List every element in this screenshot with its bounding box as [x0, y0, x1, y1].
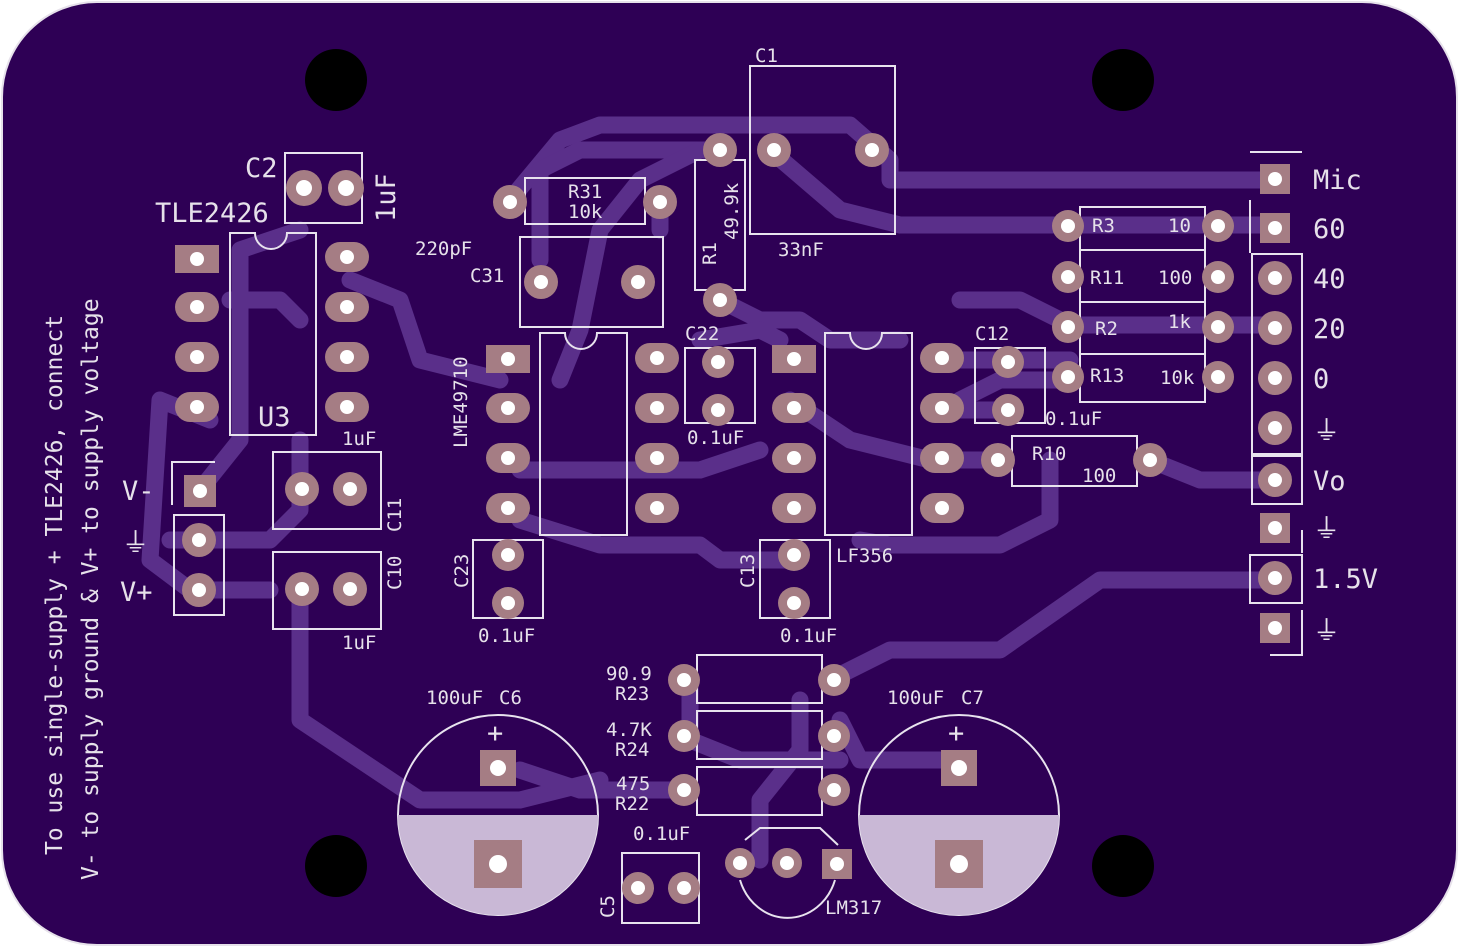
mounting-hole-top-left — [305, 49, 367, 111]
c13-value: 0.1uF — [780, 625, 837, 647]
capacitor-c6: + 100uF C6 — [397, 687, 599, 916]
note-line2: V- to supply ground & V+ to supply volta… — [78, 298, 104, 880]
u3-ref: U3 — [258, 402, 291, 433]
label-gain-40: 40 — [1313, 264, 1346, 295]
note-line1: To use single-supply + TLE2426, connect — [42, 315, 68, 855]
c7-value: 100uF — [887, 687, 944, 709]
c10-ref: C10 — [384, 556, 406, 590]
label-gain-60: 60 — [1313, 214, 1346, 245]
c1-value: 33nF — [778, 239, 824, 261]
capacitor-c12: C12 0.1uF — [974, 323, 1102, 430]
label-gain-0: 0 — [1313, 364, 1329, 395]
r23-ref: R23 — [615, 683, 649, 705]
c22-value: 0.1uF — [687, 427, 744, 449]
regulator-lm317: LM317 — [725, 827, 882, 919]
label-gnd-3: ⏚ — [1313, 616, 1340, 647]
capacitor-c13: C13 0.1uF — [737, 539, 837, 647]
r13-ref: R13 — [1090, 365, 1124, 387]
label-gain-20: 20 — [1313, 314, 1346, 345]
c22-ref: C22 — [685, 323, 719, 345]
ic-u1: LME49710 — [450, 332, 679, 536]
ic-u2: LF356 — [772, 332, 964, 567]
c12-ref: C12 — [975, 323, 1009, 345]
label-mic: Mic — [1313, 165, 1362, 196]
r2-value: 1k — [1168, 311, 1191, 333]
c6-value: 100uF — [426, 687, 483, 709]
c23-value: 0.1uF — [478, 625, 535, 647]
output-connector: Mic 60 40 20 0 ⏚ Vo ⏚ 1.5V ⏚ — [1249, 151, 1378, 656]
c12-value: 0.1uF — [1045, 408, 1102, 430]
r13-value: 10k — [1160, 367, 1195, 389]
label-gnd-2: ⏚ — [1313, 514, 1340, 545]
u2-part: LF356 — [836, 545, 893, 567]
capacitor-c22: C22 0.1uF — [684, 323, 756, 449]
c31-ref: C31 — [470, 265, 504, 287]
c7-polarity: + — [948, 718, 964, 749]
resistor-r1: 49.9k R1 — [694, 133, 746, 317]
r10-value: 100 — [1082, 465, 1116, 487]
c13-ref: C13 — [737, 554, 759, 588]
mounting-hole-bottom-right — [1092, 835, 1154, 897]
label-1-5v: 1.5V — [1313, 564, 1378, 595]
r2-ref: R2 — [1095, 318, 1118, 340]
resistor-r10: R10 100 — [981, 435, 1167, 487]
c10-value: 1uF — [342, 632, 376, 654]
r24-ref: R24 — [615, 739, 649, 761]
capacitor-c7: + 100uF C7 — [858, 687, 1060, 916]
label-vplus: V+ — [120, 577, 153, 608]
label-vo: Vo — [1313, 466, 1346, 497]
c31-value: 220pF — [415, 238, 472, 260]
c6-polarity: + — [487, 718, 503, 749]
c11-value: 1uF — [342, 428, 376, 450]
capacitor-c5: 0.1uF C5 — [597, 823, 700, 924]
u1-part: LME49710 — [450, 356, 472, 448]
c23-ref: C23 — [451, 554, 473, 588]
r22-value: 475 — [616, 773, 650, 795]
power-connector: V- ⏚ V+ — [120, 461, 225, 616]
mounting-hole-top-right — [1092, 49, 1154, 111]
capacitor-c31: 220pF C31 — [415, 236, 664, 328]
resistor-bank: R3 10 R11 100 R2 1k R13 10k — [1052, 206, 1234, 403]
capacitor-c1: C1 33nF — [749, 45, 896, 261]
lm317-part: LM317 — [825, 897, 882, 919]
label-vminus: V- — [122, 476, 155, 507]
r1-ref: R1 — [699, 242, 721, 265]
capacitor-c11: 1uF C11 — [272, 428, 406, 532]
r10-ref: R10 — [1032, 443, 1066, 465]
c11-ref: C11 — [384, 498, 406, 532]
label-gnd-1: ⏚ — [1313, 416, 1340, 447]
c7-ref: C7 — [961, 687, 984, 709]
capacitor-c2: C2 1uF — [245, 152, 402, 224]
u3-part: TLE2426 — [155, 198, 269, 229]
c1-ref: C1 — [755, 45, 778, 67]
r11-value: 100 — [1158, 267, 1192, 289]
capacitor-c23: C23 0.1uF — [451, 539, 544, 647]
c2-value: 1uF — [371, 173, 402, 222]
r22-ref: R22 — [615, 793, 649, 815]
c6-ref: C6 — [499, 687, 522, 709]
ic-u3: TLE2426 U3 — [155, 198, 369, 436]
c2-ref: C2 — [245, 153, 278, 184]
r1-value: 49.9k — [721, 182, 743, 240]
r3-ref: R3 — [1092, 215, 1115, 237]
r3-value: 10 — [1168, 215, 1191, 237]
c5-value: 0.1uF — [633, 823, 690, 845]
regulator-resistors: 90.9 R23 4.7K R24 475 R22 — [606, 654, 850, 816]
r23-value: 90.9 — [606, 663, 652, 685]
c5-ref: C5 — [597, 895, 619, 918]
label-gnd-power: ⏚ — [122, 528, 149, 559]
r31-ref: R31 — [568, 181, 602, 203]
capacitor-c10: C10 1uF — [272, 551, 406, 654]
r24-value: 4.7K — [606, 719, 652, 741]
mounting-hole-bottom-left — [305, 835, 367, 897]
r11-ref: R11 — [1090, 267, 1124, 289]
resistor-r31: R31 10k — [493, 177, 677, 225]
r31-value: 10k — [568, 201, 603, 223]
